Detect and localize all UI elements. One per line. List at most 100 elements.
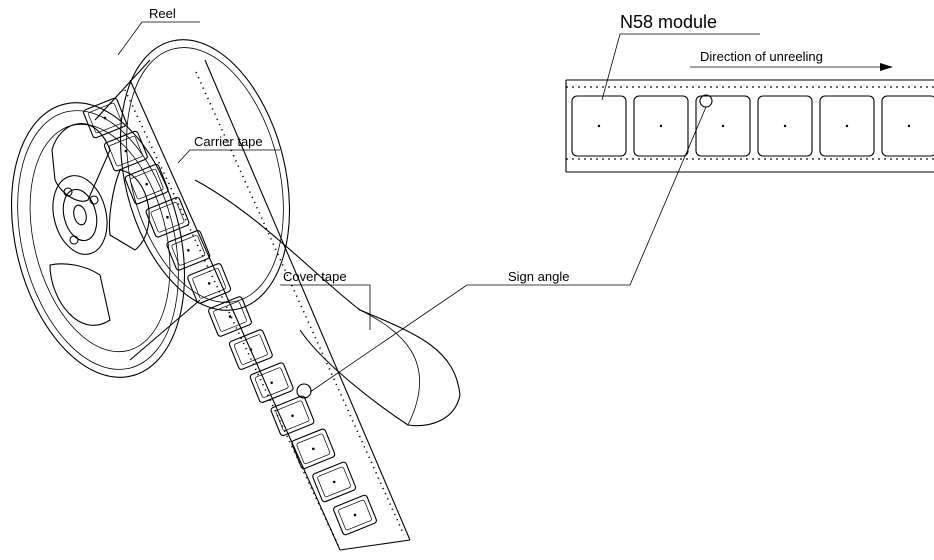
reel-spindle-hole — [73, 204, 87, 226]
tape-pocket-outline — [145, 196, 190, 238]
reel-hub-ring — [62, 188, 98, 242]
horizontal-tape-outline — [565, 79, 934, 173]
cover-tape — [194, 179, 461, 427]
tape-pocket-outline — [166, 230, 211, 271]
tape-pocket-outline — [312, 461, 357, 503]
reel-front-flange-rim — [17, 110, 179, 370]
sign-angle-leader — [309, 106, 707, 393]
horizontal-pockets — [571, 95, 934, 157]
module-dot — [597, 124, 601, 128]
tape-pocket-inner — [338, 499, 372, 531]
reel-front-flange — [10, 102, 186, 378]
tape-pocket — [187, 263, 232, 304]
reel-back-flange — [119, 39, 291, 311]
tape-pocket-dot — [353, 513, 357, 517]
horizontal-sprockets-top — [566, 86, 934, 92]
module-dot — [659, 124, 663, 128]
sprocket-holes-left — [124, 89, 339, 546]
tape-pocket — [166, 230, 211, 271]
tape-pocket-inner — [317, 466, 352, 498]
cover-tape-leader — [280, 284, 371, 330]
sprocket-holes-right — [195, 71, 405, 536]
tape-pocket-outline — [124, 163, 169, 205]
tape-pocket-inner — [296, 433, 331, 465]
tape-pocket-inner — [213, 301, 247, 332]
reel-hub — [52, 175, 108, 255]
tape-pocket — [312, 461, 357, 503]
tape-pocket — [103, 130, 148, 172]
module-pocket — [819, 95, 875, 157]
carrier-tape-leader — [177, 149, 280, 164]
reel-label: Reel — [149, 6, 176, 21]
tape-pocket-inner — [88, 102, 122, 134]
tape-pocket-outline — [249, 362, 294, 403]
reel-cutout-right — [108, 169, 150, 251]
carrier-tape-end — [339, 539, 411, 551]
tape-pocket-dot — [166, 215, 169, 219]
tape-pocket-dot — [103, 116, 107, 120]
reel-front-flange-inner — [29, 123, 171, 353]
tape-pocket-inner — [108, 135, 143, 167]
module-dot — [907, 124, 911, 128]
reel-hub-hole — [89, 195, 99, 205]
horizontal-sprockets-bottom — [566, 157, 934, 163]
tape-pocket-outline — [333, 494, 377, 536]
reel-hub-hole — [63, 187, 73, 197]
tape-pocket — [228, 329, 273, 370]
tape-pocket — [249, 362, 294, 403]
reel — [10, 39, 291, 378]
horizontal-tape — [565, 79, 934, 173]
tape-pocket — [83, 97, 127, 139]
carrier-tape-left-edge — [129, 79, 341, 551]
leader-lines — [117, 21, 893, 393]
sign-angle-marker-horizontal — [699, 94, 713, 108]
tape-pocket-dot — [312, 447, 315, 451]
module-pocket — [757, 95, 813, 157]
reel-leader — [117, 21, 200, 56]
tape-pocket-inner — [233, 334, 268, 365]
reel-cutout-bottom — [49, 263, 111, 326]
cover-tape-label: Cover tape — [283, 269, 347, 284]
tape-pocket-inner — [150, 202, 185, 233]
carrier-tape-strip — [83, 59, 411, 551]
tape-pocket-dot — [249, 348, 253, 351]
tape-pocket-inner — [129, 168, 164, 200]
tape-pocket — [291, 428, 336, 470]
tape-pocket-dot — [228, 315, 232, 318]
tape-pocket-outline — [208, 296, 252, 337]
tape-pocket-inner — [171, 235, 206, 266]
module-pocket — [881, 95, 934, 157]
tape-pocket — [145, 196, 190, 238]
tape-pocket-dot — [187, 249, 190, 252]
tape-pockets — [83, 97, 377, 536]
module-leader — [601, 33, 760, 101]
tape-pocket-inner — [254, 367, 289, 398]
module-pocket — [695, 95, 751, 157]
reel-hub-hole — [69, 235, 79, 245]
sign-angle-label: Sign angle — [508, 269, 569, 284]
tape-pocket-dot — [270, 381, 273, 384]
tape-pocket — [208, 296, 252, 337]
carrier-tape-label: Carrier tape — [194, 134, 263, 149]
module-dot — [845, 124, 849, 128]
tape-pocket-outline — [228, 329, 273, 370]
tape-pocket-inner — [275, 400, 310, 431]
module-pocket — [633, 95, 689, 157]
tape-pocket-dot — [291, 414, 294, 418]
tape-pocket-outline — [83, 97, 127, 139]
tape-pocket-outline — [291, 428, 336, 470]
tape-pocket-dot — [124, 149, 128, 153]
cover-tape-outline — [194, 179, 461, 427]
tape-pocket — [333, 494, 377, 536]
tape-pocket-inner — [192, 268, 227, 299]
direction-arrow-head — [880, 63, 893, 71]
tape-pocket-outline — [270, 395, 315, 437]
tape-pocket — [124, 163, 169, 205]
tape-pocket-dot — [207, 282, 211, 285]
reel-back-flange-rim — [126, 47, 284, 303]
module-label: N58 module — [620, 12, 717, 32]
tape-pocket-dot — [332, 480, 336, 484]
tape-pocket — [270, 395, 315, 437]
